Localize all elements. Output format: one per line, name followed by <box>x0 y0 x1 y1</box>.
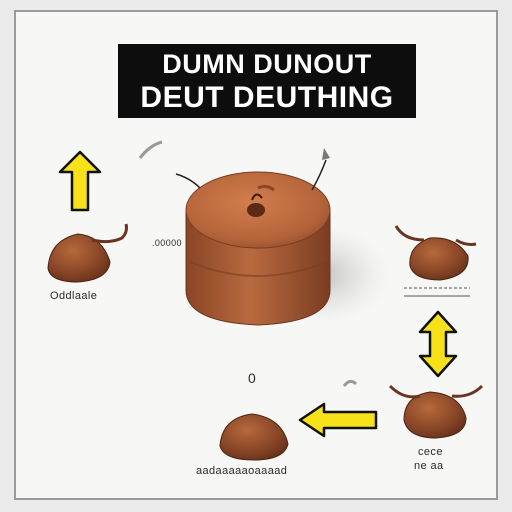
left-blob-label: Oddlaale <box>50 290 98 302</box>
bottom-blob <box>219 413 289 461</box>
title-banner: DUMN DUNOUT DEUT DEUTHING <box>118 44 416 118</box>
title-line-1: DUMN DUNOUT <box>162 49 372 79</box>
left-arrow-icon <box>298 402 378 438</box>
bottom-center-label: aadaaaaaoaaaad <box>196 465 288 477</box>
up-arrow-icon <box>58 150 102 212</box>
right-top-blob <box>394 225 477 281</box>
bottom-right-label-2: ne aa <box>414 460 444 472</box>
cake-hole-icon <box>247 203 265 217</box>
central-cake <box>138 140 331 326</box>
bottom-right-label: cece <box>418 446 443 458</box>
center-bottom-mark: 0 <box>248 370 257 386</box>
double-arrow-icon <box>418 310 458 378</box>
center-small-label: .00000 <box>152 238 182 248</box>
title-line-2: DEUT DEUTHING <box>140 81 394 114</box>
left-blob <box>47 223 128 283</box>
right-bottom-blob <box>388 384 484 439</box>
